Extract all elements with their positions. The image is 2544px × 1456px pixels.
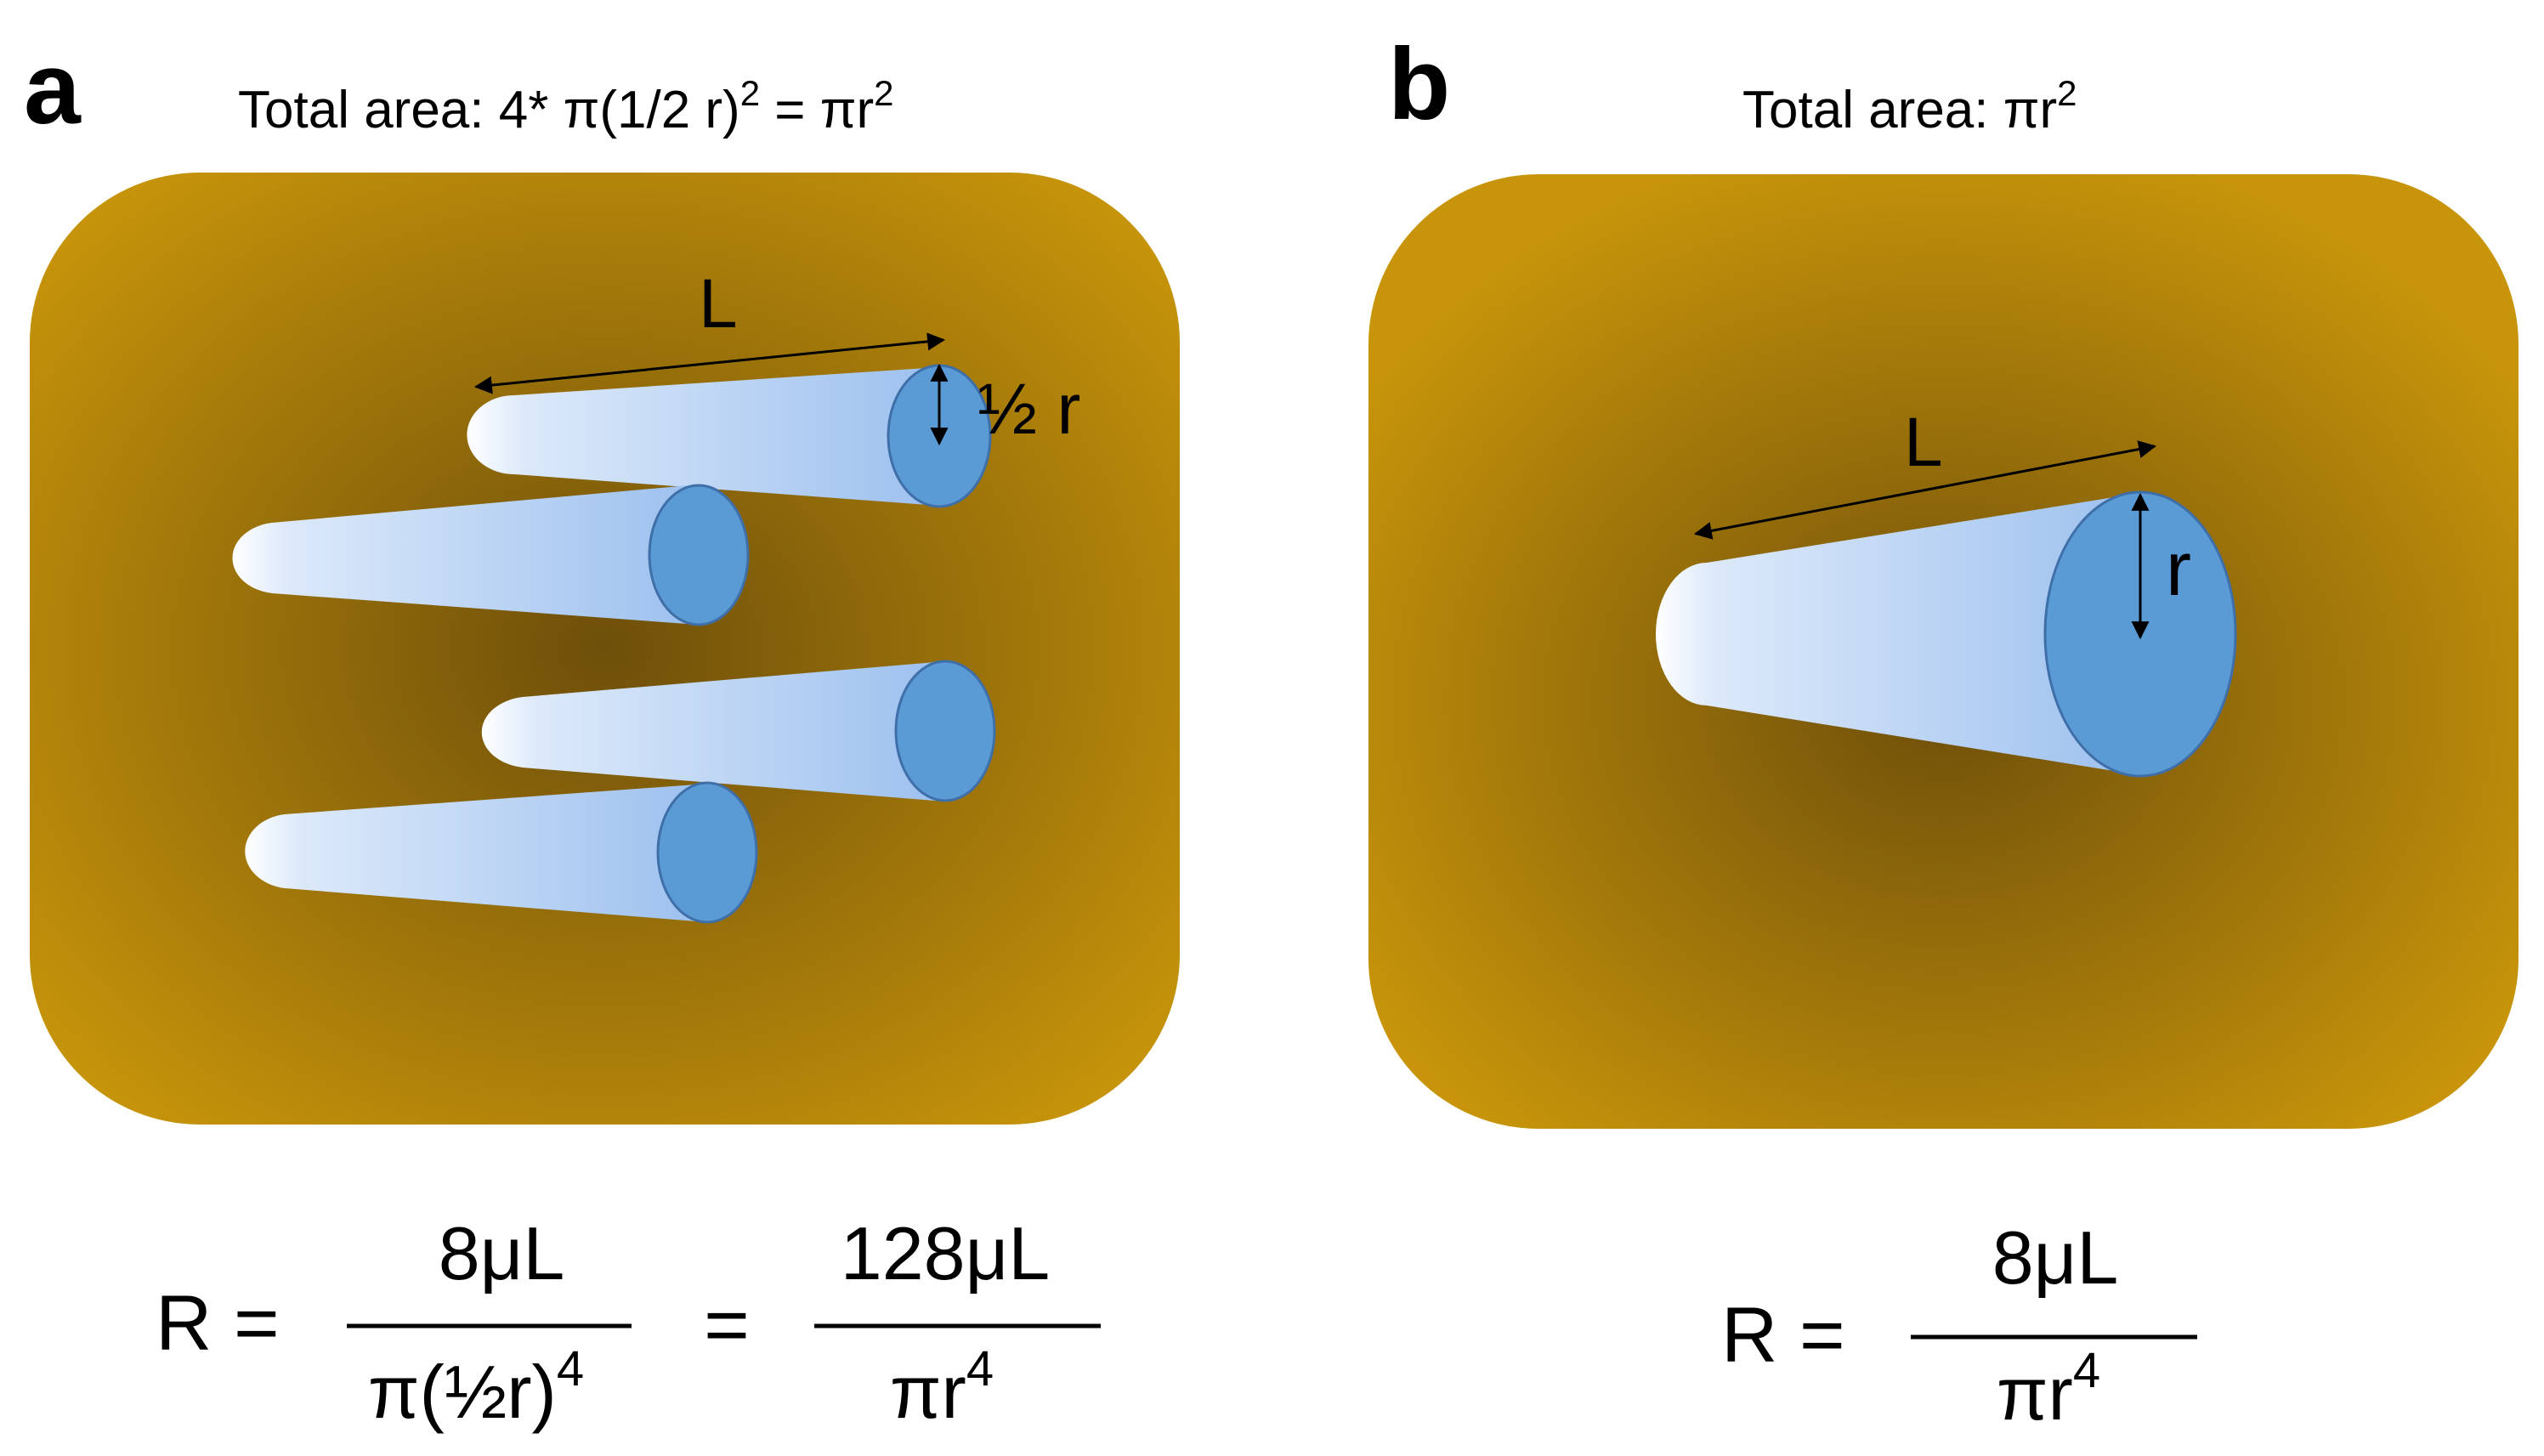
- panel-a-length-label: L: [699, 265, 738, 343]
- panel-b-total-area: Total area: πr2: [1742, 73, 2077, 139]
- panel-b: b Total area: πr2 L r R = 8μL πr4: [1368, 27, 2519, 1436]
- tube-2: [232, 484, 750, 626]
- panel-b-radius-label: r: [2166, 527, 2191, 612]
- formula-a-denominator-1: π(½r)4: [368, 1341, 584, 1434]
- formula-a-numerator-2: 128μL: [841, 1211, 1050, 1295]
- panel-a: a Total area: 4* π(1/2 r)2 = πr2 L ½ r: [24, 31, 1180, 1434]
- tube-3-end: [894, 660, 996, 802]
- formula-b-numerator: 8μL: [1992, 1215, 2119, 1300]
- panel-a-total-area: Total area: 4* π(1/2 r)2 = πr2: [238, 73, 894, 139]
- formula-a-lhs: R =: [156, 1280, 280, 1367]
- panel-a-formula: R = 8μL π(½r)4 = 128μL πr4: [156, 1211, 1101, 1434]
- tube-4-end: [656, 781, 758, 924]
- tube-2-end: [648, 484, 750, 626]
- formula-a-denominator-2: πr4: [890, 1341, 994, 1434]
- panel-b-length-label: L: [1904, 404, 1943, 481]
- formula-a-equals: =: [704, 1282, 750, 1368]
- tube-3: [481, 660, 996, 802]
- formula-b-lhs: R =: [1721, 1292, 1845, 1379]
- panel-a-block: [30, 173, 1180, 1125]
- panel-b-length-arrow: [1693, 440, 2157, 540]
- panel-a-length-arrow: [473, 332, 946, 394]
- panel-b-letter: b: [1388, 27, 1450, 141]
- formula-a-numerator-1: 8μL: [439, 1211, 565, 1295]
- panel-b-formula: R = 8μL πr4: [1721, 1215, 2197, 1436]
- tube-4: [245, 781, 758, 924]
- formula-b-denominator: πr4: [1997, 1343, 2100, 1436]
- panel-a-letter: a: [24, 31, 82, 145]
- panel-a-radius-label: ½ r: [977, 369, 1080, 449]
